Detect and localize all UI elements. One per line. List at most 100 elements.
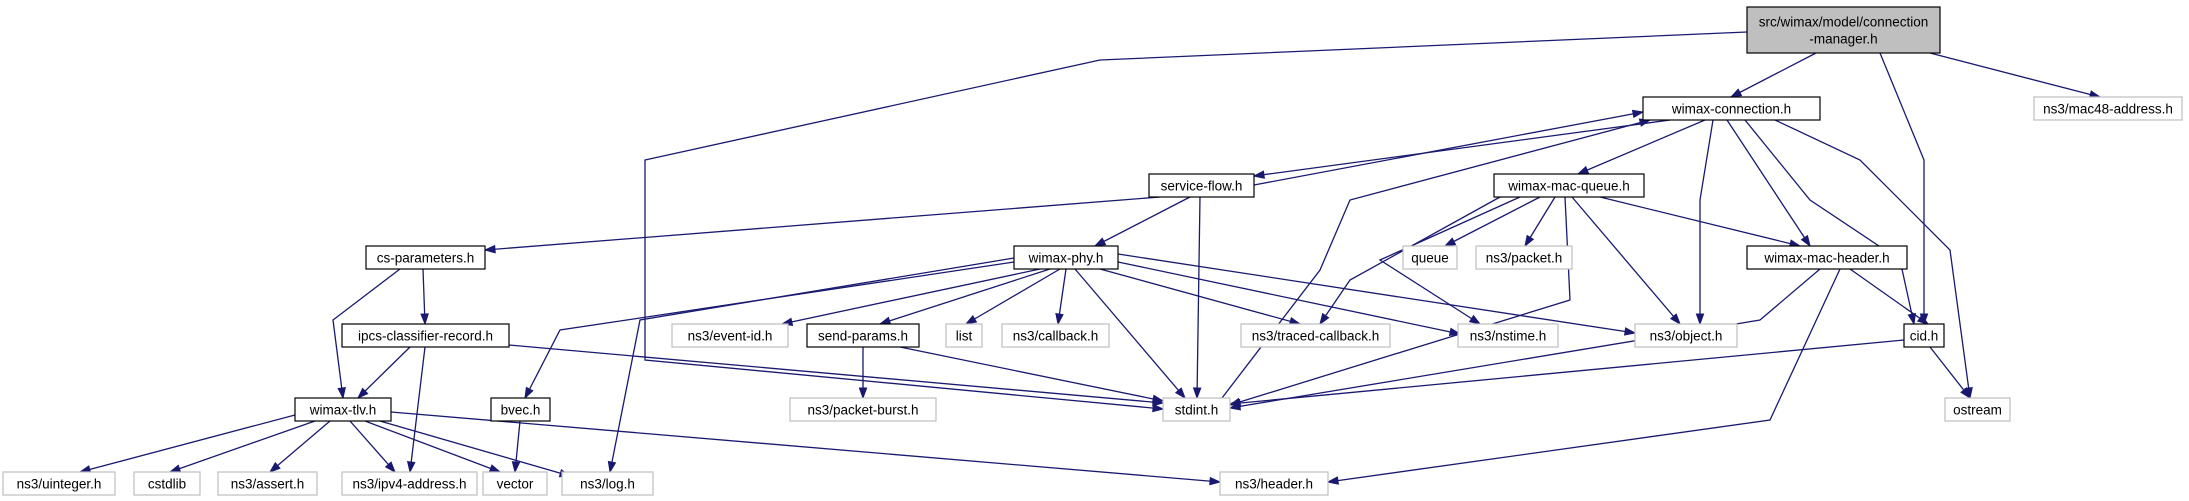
edge-bvec-to-vector (511, 420, 521, 474)
edge-arrowhead (1623, 327, 1637, 336)
node-wimax-tlv[interactable]: wimax-tlv.h (294, 397, 392, 422)
node-box (1001, 323, 1110, 348)
node-header[interactable]: ns3/header.h (1219, 471, 1329, 496)
edge-send-params-to-stdint (899, 346, 1165, 404)
node-label: wimax-connection.h (1671, 102, 1791, 117)
edge-cs-parameters-to-ipcs (420, 268, 429, 326)
edge-root-to-wimax-connection (1729, 52, 1817, 98)
edge-arrowhead (1669, 313, 1681, 326)
edge-wimax-tlv-to-uinteger (78, 414, 296, 474)
node-box (1219, 471, 1329, 496)
node-box (1162, 397, 1231, 422)
nodes-layer: src/wimax/model/connection-manager.h wima… (2, 6, 2183, 496)
node-label: bvec.h (501, 403, 541, 418)
edge-wimax-connection-to-service-flow (1252, 119, 1671, 179)
node-label: service-flow.h (1161, 179, 1243, 194)
node-mac48[interactable]: ns3/mac48-address.h (2033, 96, 2183, 121)
node-ipcs[interactable]: ipcs-classifier-record.h (341, 323, 510, 348)
edge-wimax-phy-to-callback (1055, 268, 1067, 326)
node-label: wimax-mac-queue.h (1507, 179, 1630, 194)
node-ipv4-address[interactable]: ns3/ipv4-address.h (341, 471, 478, 496)
node-cstdlib[interactable]: cstdlib (133, 471, 201, 496)
edge-arrowhead (858, 387, 868, 400)
edge-arrowhead (607, 460, 617, 474)
edge-arrowhead (1055, 312, 1064, 326)
node-cid[interactable]: cid.h (1903, 323, 1945, 348)
edge-ipcs-to-ipv4-address (406, 346, 426, 474)
edge-root-to-mac48 (1929, 52, 2102, 99)
node-bvec[interactable]: bvec.h (490, 397, 551, 422)
edges-layer (78, 31, 2102, 486)
node-list[interactable]: list (945, 323, 983, 348)
edge-service-flow-to-wimax-connection (1253, 109, 1645, 186)
edge-arrowhead (420, 313, 429, 326)
edge-arrowhead (1319, 312, 1330, 326)
node-wimax-phy[interactable]: wimax-phy.h (1013, 245, 1119, 270)
node-label: cs-parameters.h (377, 251, 475, 266)
node-callback[interactable]: ns3/callback.h (1001, 323, 1110, 348)
node-traced-callback[interactable]: ns3/traced-callback.h (1240, 323, 1391, 348)
edge-root-to-cid (1879, 52, 1929, 326)
node-box (945, 323, 983, 348)
edge-arrowhead (1192, 387, 1202, 400)
node-label: ns3/uinteger.h (17, 477, 102, 492)
edge-wimax-tlv-to-log (379, 420, 572, 478)
edge-wimax-mac-queue-to-traced-callback (1319, 196, 1501, 326)
node-vector[interactable]: vector (482, 471, 548, 496)
node-label: ns3/log.h (580, 477, 635, 492)
node-box (341, 323, 510, 348)
node-packet-burst[interactable]: ns3/packet-burst.h (789, 397, 937, 422)
edge-ipcs-to-wimax-tlv (356, 346, 411, 400)
node-box (1634, 323, 1738, 348)
node-packet[interactable]: ns3/packet.h (1475, 245, 1573, 270)
node-ostream[interactable]: ostream (1944, 397, 2011, 422)
edge-arrowhead (1209, 476, 1222, 486)
edge-arrowhead (1524, 234, 1535, 248)
node-root[interactable]: src/wimax/model/connection-manager.h (1746, 6, 1941, 54)
node-box (133, 471, 201, 496)
node-log[interactable]: ns3/log.h (561, 471, 654, 496)
node-cs-parameters[interactable]: cs-parameters.h (365, 245, 486, 270)
node-label: cid.h (1910, 329, 1939, 344)
node-queue[interactable]: queue (1402, 245, 1458, 270)
node-label: ns3/header.h (1235, 477, 1313, 492)
node-box (2033, 96, 2183, 121)
edge-wimax-phy-to-list (964, 268, 1061, 325)
edge-wimax-phy-to-nstime (1117, 261, 1462, 337)
node-wimax-mac-queue[interactable]: wimax-mac-queue.h (1493, 173, 1645, 198)
node-send-params[interactable]: send-params.h (806, 323, 920, 348)
node-label: ns3/object.h (1650, 329, 1723, 344)
node-event-id[interactable]: ns3/event-id.h (671, 323, 789, 348)
node-box (217, 471, 318, 496)
edge-arrowhead (1174, 387, 1186, 400)
edge-cid-to-stdint (1228, 339, 1905, 408)
node-label: src/wimax/model/connection (1759, 15, 1929, 30)
edge-arrowhead (1152, 403, 1165, 413)
edge-ipcs-to-stdint (508, 344, 1165, 407)
node-label: wimax-mac-header.h (1763, 251, 1889, 266)
node-label: wimax-phy.h (1028, 251, 1104, 266)
node-object[interactable]: ns3/object.h (1634, 323, 1738, 348)
node-wimax-connection[interactable]: wimax-connection.h (1642, 96, 1821, 121)
edge-arrowhead (337, 387, 346, 400)
edge-arrowhead (1631, 109, 1645, 119)
node-nstime[interactable]: ns3/nstime.h (1457, 323, 1559, 348)
node-stdint[interactable]: stdint.h (1162, 397, 1231, 422)
edge-root-to-stdint (644, 31, 1748, 413)
node-box (294, 397, 392, 422)
node-label: ns3/callback.h (1013, 329, 1099, 344)
node-label: list (956, 329, 973, 344)
node-uinteger[interactable]: ns3/uinteger.h (2, 471, 116, 496)
node-box (1944, 397, 2011, 422)
node-wimax-mac-header[interactable]: wimax-mac-header.h (1746, 245, 1908, 270)
edge-arrowhead (524, 386, 534, 400)
edge-wimax-mac-queue-to-stdint (1228, 196, 1571, 407)
node-label: ns3/assert.h (231, 477, 305, 492)
node-label: send-params.h (818, 329, 908, 344)
node-service-flow[interactable]: service-flow.h (1148, 173, 1255, 198)
node-label: ipcs-classifier-record.h (358, 329, 493, 344)
edge-arrowhead (1800, 234, 1811, 248)
edge-arrowhead (168, 464, 182, 473)
node-assert[interactable]: ns3/assert.h (217, 471, 318, 496)
node-box (490, 397, 551, 422)
